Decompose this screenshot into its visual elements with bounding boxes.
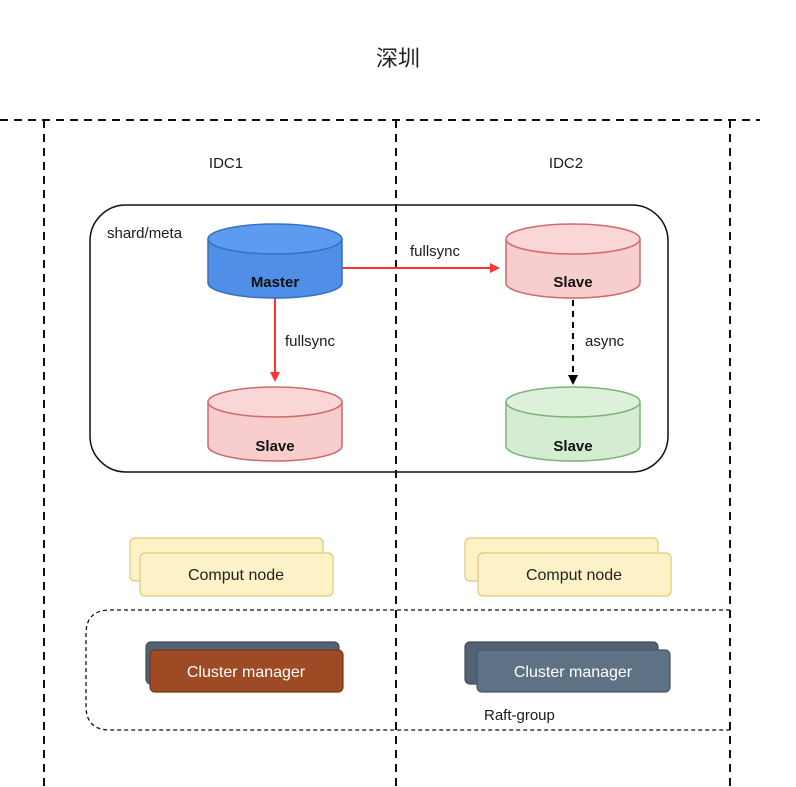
comput-node-idc1: Comput node: [129, 537, 334, 597]
cluster-manager-idc2: Cluster manager: [464, 641, 671, 693]
cluster-manager-idc2-label: Cluster manager: [514, 664, 633, 681]
master-db: Master: [207, 223, 343, 299]
master-db-label: Master: [251, 274, 300, 291]
slave-db-idc2-top: [505, 223, 641, 255]
region-boundaries: [0, 119, 760, 787]
edge-master-to-idc2-label: fullsync: [410, 243, 461, 260]
cluster-manager-idc1-front: [149, 649, 344, 693]
page-title: 深圳: [376, 47, 420, 72]
slave-db-idc2-body: [505, 239, 641, 299]
slave-db-async: Slave: [505, 386, 641, 462]
comput-node-idc1-front: [139, 552, 334, 597]
master-db-top: [207, 223, 343, 255]
cluster-manager-idc1: Cluster manager: [145, 641, 344, 693]
idc1-label: IDC1: [209, 155, 243, 172]
shard-group-box: [89, 204, 669, 473]
raft-group-box: [85, 609, 730, 731]
comput-node-idc2-front: [477, 552, 672, 597]
slave-db-async-body: [505, 402, 641, 462]
slave-db-idc1-body: [207, 402, 343, 462]
slave-db-idc2-label: Slave: [553, 274, 592, 291]
slave-db-idc2: Slave: [505, 223, 641, 299]
slave-db-idc1: Slave: [207, 386, 343, 462]
comput-node-idc1-label: Comput node: [188, 567, 284, 584]
edge-master-to-idc1-label: fullsync: [285, 333, 336, 350]
comput-node-idc2-label: Comput node: [526, 567, 622, 584]
edge-idc2-async-label: async: [585, 333, 625, 350]
idc2-label: IDC2: [549, 155, 583, 172]
master-db-body: [207, 239, 343, 299]
shard-group-label: shard/meta: [107, 225, 183, 242]
slave-db-async-top: [505, 386, 641, 418]
slave-db-idc1-top: [207, 386, 343, 418]
slave-db-idc1-label: Slave: [255, 438, 294, 455]
slave-db-async-label: Slave: [553, 438, 592, 455]
cluster-manager-idc2-front: [476, 649, 671, 693]
raft-group-label: Raft-group: [484, 707, 555, 724]
comput-node-idc2: Comput node: [464, 537, 672, 597]
cluster-manager-idc1-label: Cluster manager: [187, 664, 306, 681]
